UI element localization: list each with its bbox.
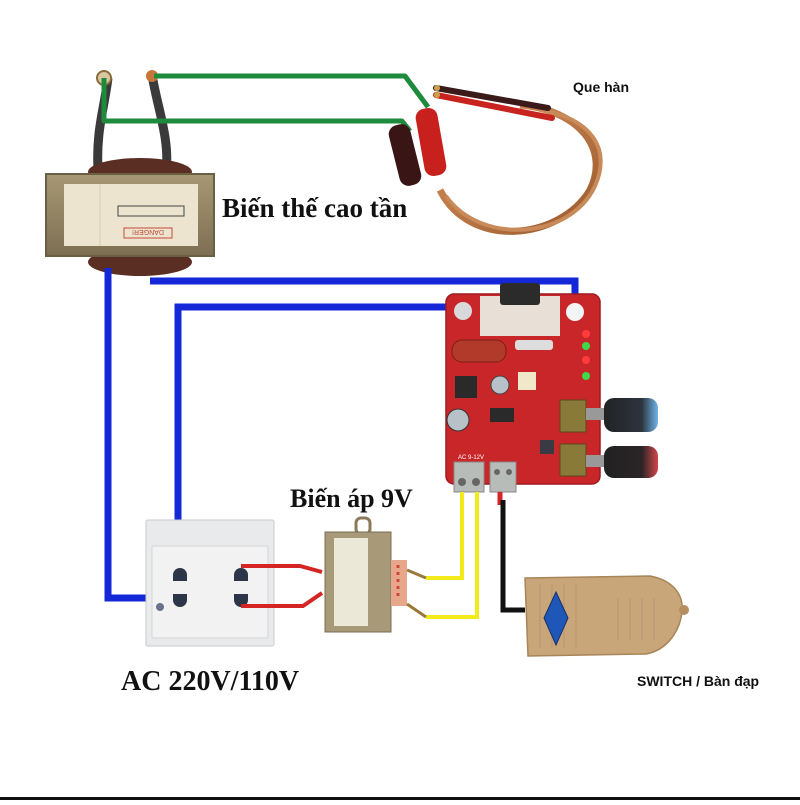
knob-red[interactable] — [604, 446, 658, 478]
label-switch: SWITCH / Bàn đạp — [637, 673, 760, 689]
mcu-chip — [540, 440, 554, 454]
mount-hole — [566, 303, 584, 321]
terminal-label: AC 9-12V — [458, 455, 484, 461]
socket-hole — [234, 568, 248, 581]
led-red — [582, 356, 590, 364]
red-wire — [241, 564, 323, 574]
pedal-badge — [543, 590, 569, 647]
yellow-wire — [426, 492, 479, 619]
resistor — [515, 340, 553, 350]
capacitor — [490, 375, 510, 395]
pot-shaft — [586, 455, 604, 467]
bottom-border — [0, 797, 800, 800]
terminal-ac — [453, 461, 485, 493]
welding-probe — [388, 85, 603, 235]
transformer-lead — [93, 77, 113, 171]
transformer-coil — [391, 560, 407, 606]
label-mains: AC 220V/110V — [121, 666, 300, 697]
black-wire — [500, 500, 525, 613]
red-wire — [241, 591, 324, 608]
label-transformer-9v: Biến áp 9V — [290, 484, 413, 513]
socket-hole — [173, 568, 187, 581]
foot-switch[interactable] — [524, 575, 689, 657]
yellow-wire — [426, 492, 464, 580]
ic-chip — [490, 408, 514, 422]
red-wires — [241, 564, 324, 608]
led-red — [582, 330, 590, 338]
transformer-sticker — [64, 184, 198, 246]
svg-text:DANGER!: DANGER! — [132, 228, 164, 235]
socket-plate — [151, 545, 269, 639]
label-welding-probe: Que hàn — [573, 79, 630, 95]
hf-transformer: DANGER! — [45, 70, 215, 276]
yellow-wires — [426, 492, 479, 619]
black-handle — [388, 124, 422, 186]
led-green — [582, 342, 590, 350]
wall-socket — [145, 519, 275, 647]
crystal — [451, 339, 507, 363]
optocoupler — [518, 372, 536, 390]
potentiometer — [559, 443, 587, 477]
potentiometer — [559, 399, 587, 433]
capacitor — [446, 408, 470, 432]
socket-hole — [173, 594, 187, 607]
led-green — [582, 372, 590, 380]
socket-hole — [234, 594, 248, 607]
lug-terminal — [146, 70, 158, 82]
transformer-9v — [324, 516, 427, 633]
blue-wire — [174, 303, 460, 575]
pot-shaft — [586, 408, 604, 420]
pedal-hinge — [679, 605, 689, 615]
socket-logo — [156, 603, 164, 611]
transformer-label — [334, 538, 368, 626]
regulator-chip — [455, 376, 477, 398]
control-board: AC 9-12V — [445, 283, 658, 493]
red-handle — [415, 108, 447, 176]
label-hf-transformer: Biến thế cao tần — [222, 193, 408, 223]
knob-blue[interactable] — [604, 398, 658, 432]
terminal-switch — [489, 461, 517, 493]
mount-hole — [454, 302, 472, 320]
switch-wire — [497, 492, 525, 613]
green-wire — [154, 73, 431, 109]
mosfet — [500, 283, 540, 305]
